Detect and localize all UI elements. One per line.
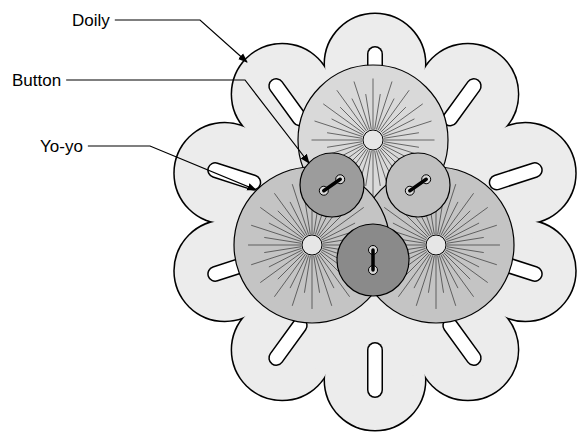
doily-slot [450, 86, 474, 118]
leader-line [115, 20, 247, 62]
doily-slot-outline [367, 350, 383, 390]
doily [175, 14, 576, 430]
doily-slot [497, 170, 535, 182]
button [386, 153, 450, 217]
doily-slot [369, 350, 382, 390]
doily-slot [276, 86, 300, 118]
doily-slot-outline [276, 86, 300, 118]
button-group [300, 153, 450, 296]
button [337, 224, 409, 296]
doily-slot-outline [450, 326, 474, 358]
leader-lines [66, 20, 309, 190]
doily-slot-outline [276, 326, 300, 358]
leader-line [88, 146, 256, 190]
doily-slot [276, 326, 300, 358]
leader-line [66, 80, 309, 163]
doily-body [217, 64, 533, 380]
part-label: Doily [72, 12, 110, 29]
part-label: Button [12, 72, 61, 89]
button [300, 153, 364, 217]
doily-slot-outline [450, 86, 474, 118]
doily-slot [450, 326, 474, 358]
part-label: Yo-yo [40, 138, 83, 155]
doily-slot-outline [497, 170, 535, 182]
yo-yo-group [234, 65, 514, 323]
